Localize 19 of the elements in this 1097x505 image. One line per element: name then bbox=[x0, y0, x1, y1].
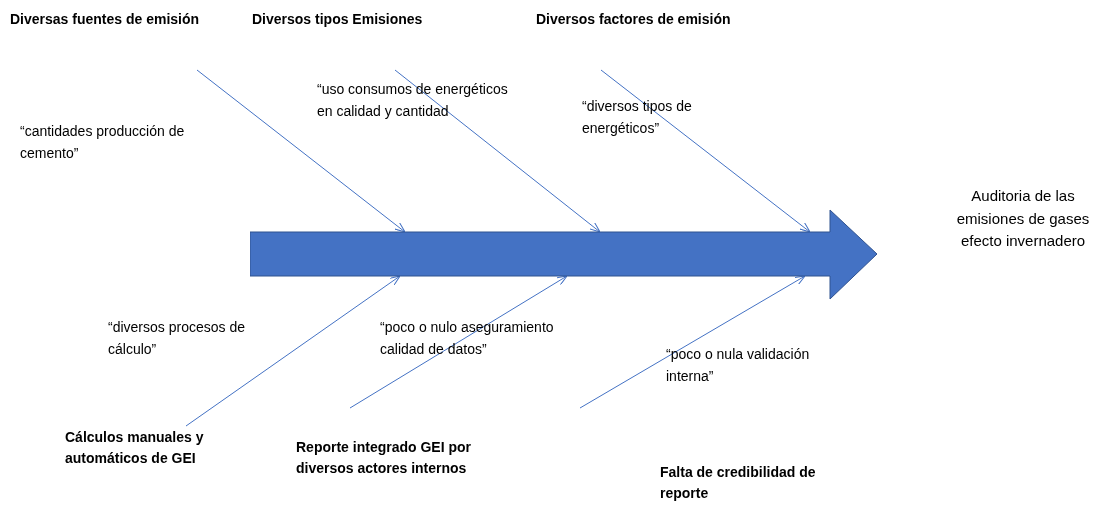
cause-label: “uso consumos de energéticos en calidad y cantidad bbox=[317, 80, 509, 121]
cause-label: “diversos procesos de cálculo” bbox=[108, 318, 246, 359]
category-heading: Diversas fuentes de emisión bbox=[10, 9, 240, 30]
bone-arrow bbox=[185, 275, 401, 427]
category-heading: Falta de credibilidad de reporte bbox=[660, 462, 845, 504]
cause-label: “poco o nulo aseguramiento calidad de datos” bbox=[380, 318, 555, 359]
cause-label: “cantidades producción de cemento” bbox=[20, 122, 186, 163]
category-heading: Reporte integrado GEI por diversos actores internos bbox=[296, 437, 501, 479]
cause-label: “diversos tipos de energéticos” bbox=[582, 97, 693, 138]
bone-arrow bbox=[196, 69, 406, 233]
bone-arrow bbox=[349, 275, 568, 409]
category-heading: Diversos factores de emisión bbox=[536, 9, 766, 30]
bone-arrow bbox=[600, 69, 811, 233]
bone-arrow bbox=[394, 69, 601, 233]
effect-text: Auditoria de las emisiones de gases efecto invernadero bbox=[948, 185, 1097, 253]
bone-arrow bbox=[579, 275, 806, 409]
category-heading: Cálculos manuales y automáticos de GEI bbox=[65, 427, 240, 469]
cause-label: “poco o nula validación interna” bbox=[666, 345, 811, 386]
category-heading: Diversos tipos Emisiones bbox=[252, 9, 452, 30]
